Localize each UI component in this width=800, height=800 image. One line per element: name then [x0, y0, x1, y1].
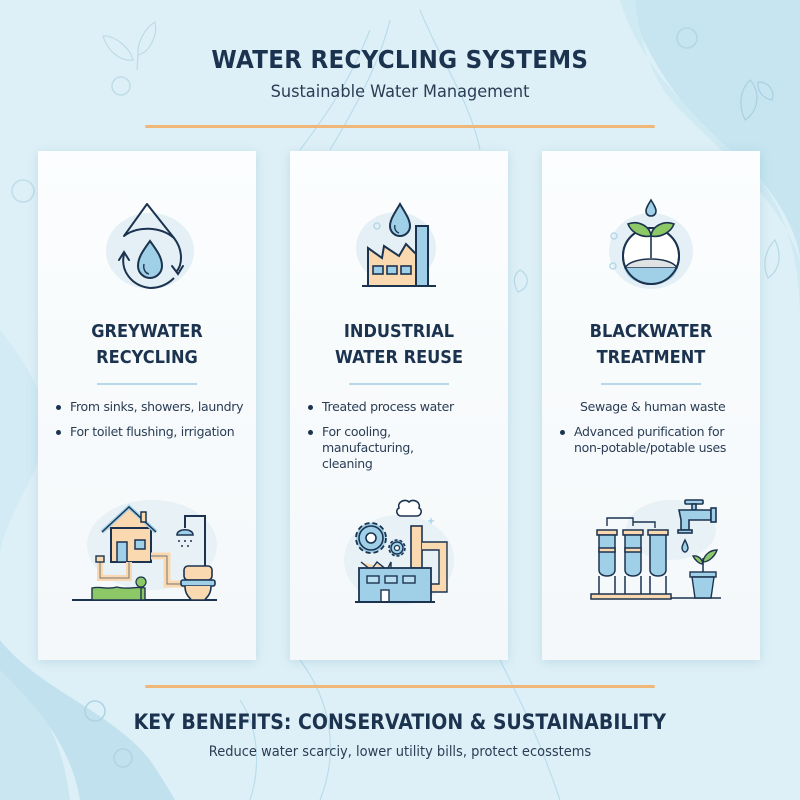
- footer-title: KEY BENEFITS: CONSERVATION & SUSTAINABIL…: [133, 710, 667, 734]
- factory-gears-pipe-icon: [344, 499, 454, 605]
- card-list: From sinks, showers, laundry For toilet …: [52, 399, 250, 449]
- leaf-decoration-top-right: [740, 79, 774, 121]
- header: WATER RECYCLING SYSTEMS Sustainable Wate…: [0, 45, 800, 102]
- list-item: For cooling, manufacturing, cleaning: [304, 424, 462, 472]
- footer-divider: [145, 685, 655, 688]
- list-item: Treated process water: [304, 399, 502, 415]
- leaf-decoration-top-left: [102, 21, 157, 71]
- wave-shape-right: [625, 0, 800, 260]
- card-divider: [97, 383, 197, 385]
- footer-subtitle: Reduce water scarciy, lower utility bill…: [208, 744, 592, 760]
- page-subtitle: Sustainable Water Management: [270, 82, 530, 102]
- bubble-decoration: [111, 76, 131, 96]
- page-title: WATER RECYCLING SYSTEMS: [211, 45, 589, 74]
- card-blackwater-treatment: BLACKWATER TREATMENT Sewage & human wast…: [542, 151, 760, 660]
- card-divider: [601, 383, 701, 385]
- header-divider: [145, 125, 655, 128]
- card-greywater-recycling: GREYWATER RECYCLING From sinks, showers,…: [38, 151, 256, 660]
- house-shower-toilet-pipes-icon: [72, 500, 217, 601]
- card-list: Sewage & human waste Advanced purificati…: [556, 399, 754, 465]
- leaf-decoration-right: [513, 238, 780, 293]
- water-drop-recycle-icon: [106, 203, 194, 290]
- list-item: Advanced purification for non-potable/po…: [556, 424, 734, 456]
- filters-faucet-plant-icon: [590, 499, 721, 600]
- card-heading: BLACKWATER TREATMENT: [589, 321, 713, 368]
- footer: KEY BENEFITS: CONSERVATION & SUSTAINABIL…: [0, 710, 800, 760]
- card-industrial-water-reuse: INDUSTRIAL WATER REUSE Treated process w…: [290, 151, 508, 660]
- plant-sprout-globe-icon: [609, 198, 693, 289]
- list-item: For toilet flushing, irrigation: [52, 424, 250, 440]
- card-list: Treated process water For cooling, manuf…: [304, 399, 502, 481]
- card-divider: [349, 383, 449, 385]
- list-item: From sinks, showers, laundry: [52, 399, 250, 415]
- list-item: Sewage & human waste: [580, 399, 726, 414]
- factory-water-drop-icon: [356, 202, 436, 287]
- card-heading: GREYWATER RECYCLING: [91, 321, 203, 368]
- card-heading: INDUSTRIAL WATER REUSE: [334, 321, 464, 368]
